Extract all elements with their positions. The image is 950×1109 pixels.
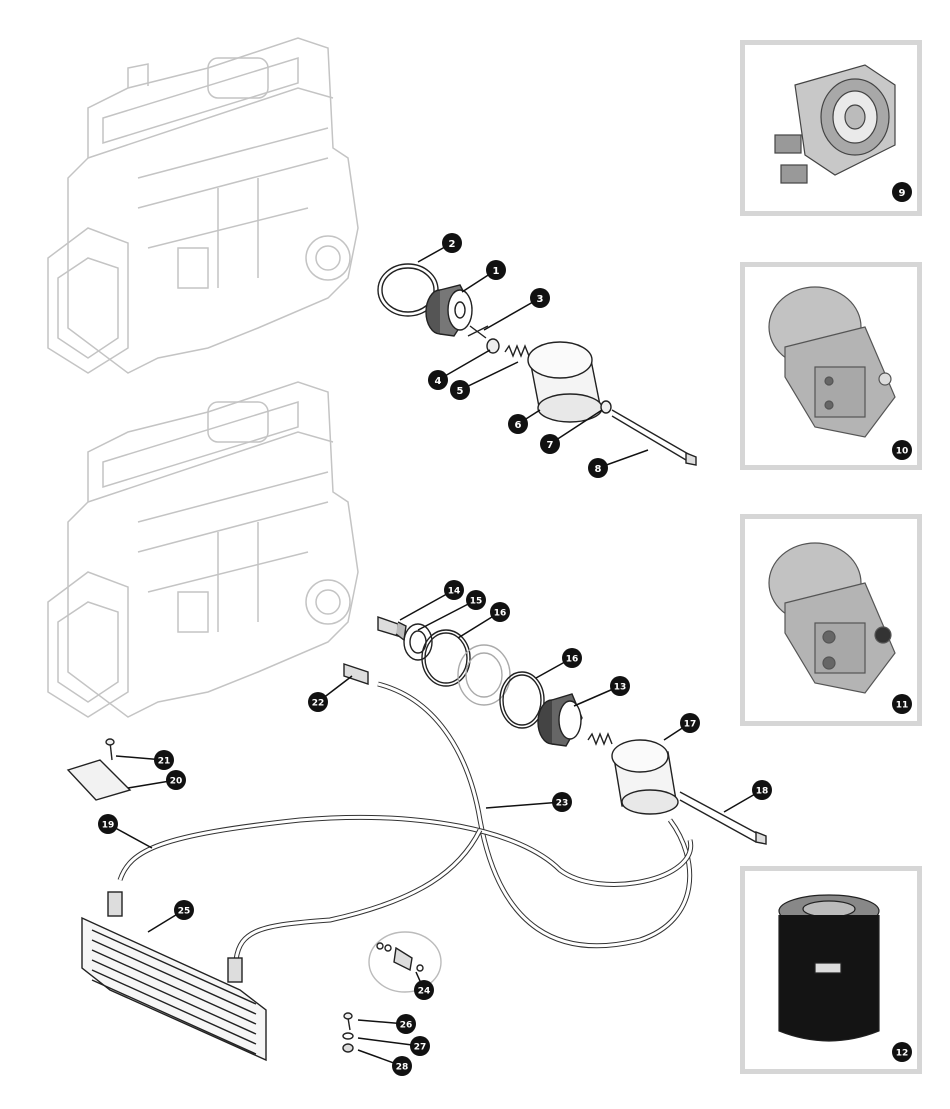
callout-5[interactable]: 5 [450, 380, 470, 400]
svg-text:18: 18 [756, 787, 769, 797]
svg-text:15: 15 [470, 597, 483, 607]
svg-text:8: 8 [595, 464, 602, 475]
callout-4[interactable]: 4 [428, 370, 448, 390]
inset-panel-12 [740, 866, 922, 1074]
svg-text:3: 3 [537, 294, 544, 305]
svg-text:20: 20 [170, 777, 183, 787]
callout-17[interactable]: 17 [680, 713, 700, 733]
svg-text:28: 28 [396, 1063, 409, 1073]
callout-20[interactable]: 20 [166, 770, 186, 790]
svg-text:22: 22 [312, 699, 325, 709]
callout-6[interactable]: 6 [508, 414, 528, 434]
inset-panel-10 [740, 262, 922, 470]
svg-text:1: 1 [493, 266, 500, 277]
callout-3[interactable]: 3 [530, 288, 550, 308]
svg-text:7: 7 [547, 440, 554, 451]
callout-19[interactable]: 19 [98, 814, 118, 834]
svg-text:16: 16 [566, 655, 579, 665]
oil-filter-head-threaded-icon [768, 542, 896, 694]
svg-text:17: 17 [684, 720, 697, 730]
svg-text:26: 26 [400, 1021, 413, 1031]
oil-filter-head-icon [774, 64, 896, 184]
callout-28[interactable]: 28 [392, 1056, 412, 1076]
callout-21[interactable]: 21 [154, 750, 174, 770]
svg-text:4: 4 [435, 376, 442, 387]
callout-18[interactable]: 18 [752, 780, 772, 800]
svg-text:23: 23 [556, 799, 569, 809]
callout-12[interactable]: 12 [892, 1042, 912, 1062]
callout-11[interactable]: 11 [892, 694, 912, 714]
callout-15[interactable]: 15 [466, 590, 486, 610]
callout-16a[interactable]: 16 [490, 602, 510, 622]
callout-13[interactable]: 13 [610, 676, 630, 696]
svg-text:12: 12 [896, 1049, 909, 1059]
svg-text:16: 16 [494, 609, 507, 619]
inset-panel-9 [740, 40, 922, 216]
callout-22[interactable]: 22 [308, 692, 328, 712]
callout-14[interactable]: 14 [444, 580, 464, 600]
callout-2[interactable]: 2 [442, 233, 462, 253]
svg-text:13: 13 [614, 683, 627, 693]
callout-24[interactable]: 24 [414, 980, 434, 1000]
callout-23[interactable]: 23 [552, 792, 572, 812]
svg-text:6: 6 [515, 420, 522, 431]
svg-text:19: 19 [102, 821, 115, 831]
svg-text:27: 27 [414, 1043, 427, 1053]
callout-10[interactable]: 10 [892, 440, 912, 460]
svg-text:14: 14 [448, 587, 461, 597]
callout-8[interactable]: 8 [588, 458, 608, 478]
callout-1[interactable]: 1 [486, 260, 506, 280]
svg-text:25: 25 [178, 907, 191, 917]
svg-text:2: 2 [449, 239, 456, 250]
engine-ghost-upper-icon [47, 37, 359, 374]
svg-text:5: 5 [457, 386, 464, 397]
callout-9[interactable]: 9 [892, 182, 912, 202]
callout-16b[interactable]: 16 [562, 648, 582, 668]
callout-26[interactable]: 26 [396, 1014, 416, 1034]
inset-panel-11 [740, 514, 922, 726]
callout-27[interactable]: 27 [410, 1036, 430, 1056]
callout-25[interactable]: 25 [174, 900, 194, 920]
oil-filter-head-angled-icon [768, 286, 896, 438]
svg-text:21: 21 [158, 757, 171, 767]
callout-7[interactable]: 7 [540, 434, 560, 454]
engine-ghost-lower-icon [47, 381, 359, 718]
svg-text:24: 24 [418, 987, 431, 997]
oil-filter-canister-icon [778, 894, 880, 1042]
svg-text:11: 11 [896, 701, 909, 711]
svg-text:10: 10 [896, 447, 909, 457]
svg-text:9: 9 [899, 188, 906, 199]
